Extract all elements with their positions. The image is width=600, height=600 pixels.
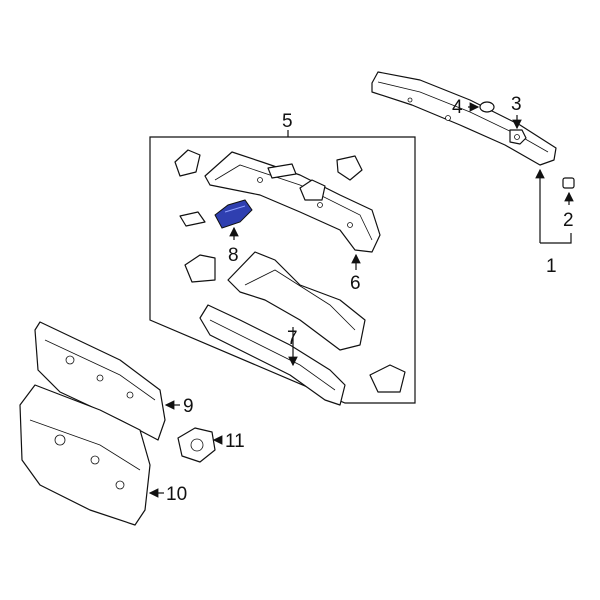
callout-2: 2 — [563, 210, 574, 231]
callout-5: 5 — [282, 111, 293, 132]
callout-8: 8 — [228, 245, 239, 266]
bracket-part[interactable] — [336, 155, 363, 181]
cross-member-part-6[interactable] — [204, 151, 381, 253]
clip-part-2[interactable] — [562, 177, 575, 189]
dash-panel-upper-part[interactable] — [227, 251, 366, 351]
assembly-box — [149, 136, 416, 404]
bracket-part[interactable] — [299, 179, 326, 201]
callout-9: 9 — [183, 396, 194, 417]
plug-part-4[interactable] — [479, 101, 495, 113]
callout-3: 3 — [511, 94, 522, 115]
highlighted-bracket-part-8[interactable] — [214, 199, 253, 229]
bracket-part[interactable] — [369, 364, 406, 393]
cowl-panel-part[interactable] — [371, 71, 557, 166]
cross-member-part-7[interactable] — [199, 304, 346, 406]
bracket-part[interactable] — [179, 211, 206, 227]
bracket-part[interactable] — [174, 149, 201, 177]
nut-part-3[interactable] — [509, 129, 527, 145]
callout-1: 1 — [546, 256, 557, 277]
callout-11: 11 — [225, 431, 245, 452]
callout-4: 4 — [452, 97, 463, 118]
callout-6: 6 — [350, 273, 361, 294]
bracket-part[interactable] — [184, 254, 216, 283]
callout-10: 10 — [166, 484, 187, 505]
dash-panel-part-9[interactable] — [34, 321, 166, 441]
bracket-part[interactable] — [267, 163, 297, 179]
insulator-part-10[interactable] — [19, 384, 151, 526]
grommet-part-11[interactable] — [177, 427, 216, 463]
callout-7: 7 — [287, 328, 298, 349]
